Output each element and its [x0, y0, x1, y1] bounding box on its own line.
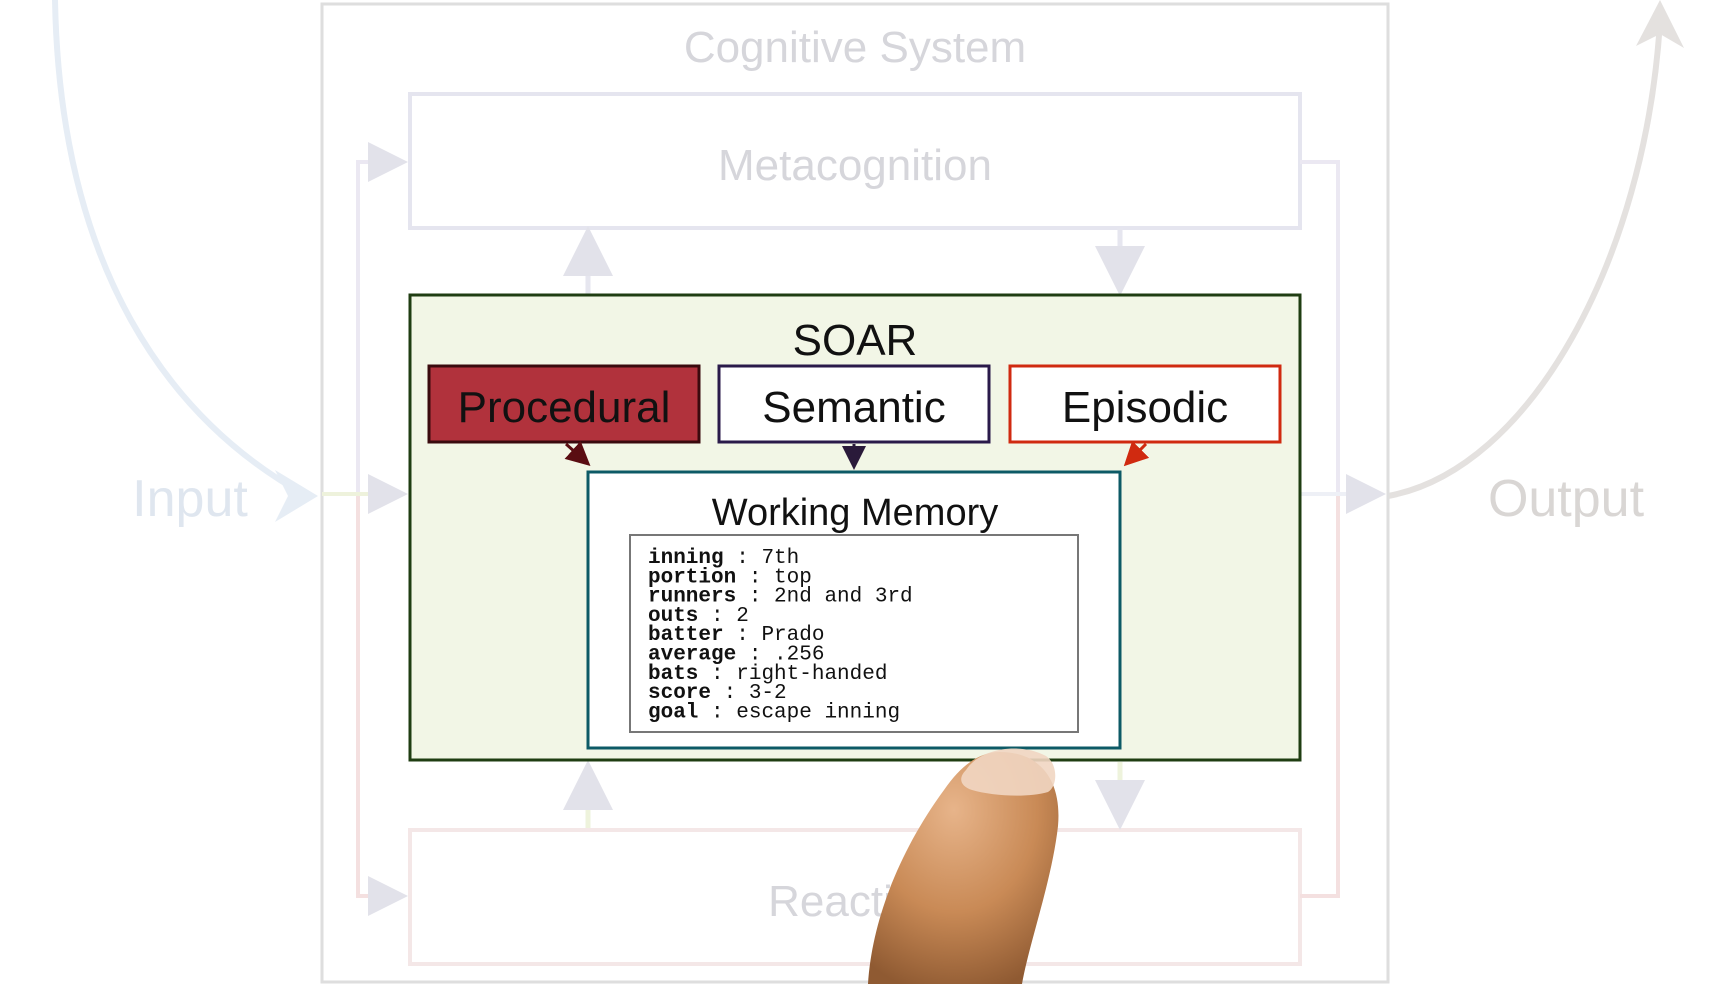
working-memory-entry: inning : 7th	[648, 547, 799, 570]
right-routing-line-bottom	[1300, 494, 1340, 898]
working-memory-entry: goal : escape inning	[648, 701, 900, 724]
episodic-label: Episodic	[1062, 383, 1228, 432]
output-arrowhead	[1636, 0, 1684, 48]
episodic-box	[1008, 364, 1282, 444]
working-memory-entry: outs : 2	[648, 605, 749, 628]
input-label: Input	[132, 470, 248, 528]
semantic-box	[717, 364, 991, 444]
working-memory-entry: bats : right-handed	[648, 663, 887, 686]
procedural-label: Procedural	[458, 383, 671, 432]
working-memory-entry-separator: :	[736, 566, 774, 589]
working-memory-entry-separator: :	[698, 663, 736, 686]
working-memory-entry-value: top	[774, 566, 812, 589]
working-memory-entry: average : .256	[648, 644, 824, 667]
working-memory-entry-separator: :	[736, 644, 774, 667]
working-memory-entry-key: inning	[648, 547, 724, 570]
episodic-to-wm-arrow	[1123, 440, 1150, 467]
working-memory-entry-value: 3-2	[749, 682, 787, 705]
working-memory-entry-separator: :	[724, 547, 762, 570]
procedural-box	[427, 364, 701, 444]
working-memory-entry-key: average	[648, 644, 736, 667]
working-memory-entry-value: .256	[774, 644, 824, 667]
working-memory-entry-separator: :	[698, 605, 736, 628]
working-memory-entry-value: right-handed	[736, 663, 887, 686]
metacognition-label: Metacognition	[718, 141, 992, 190]
working-memory-entry: batter : Prado	[648, 624, 824, 647]
working-memory-entry-value: 2nd and 3rd	[774, 586, 913, 609]
left-routing-line-bottom	[356, 496, 408, 916]
left-routing-line-top	[356, 142, 408, 496]
pointing-finger-image	[868, 748, 1059, 984]
working-memory-entry: score : 3-2	[648, 682, 787, 705]
working-memory-entry-separator: :	[698, 701, 736, 724]
working-memory-entry: portion : top	[648, 566, 812, 589]
semantic-label: Semantic	[762, 383, 945, 432]
working-memory-entry-separator: :	[724, 624, 762, 647]
working-memory-entry-separator: :	[736, 586, 774, 609]
working-memory-entry-key: portion	[648, 566, 736, 589]
working-memory-entry-key: score	[648, 682, 711, 705]
soar-title: SOAR	[793, 316, 918, 365]
working-memory-contents-box	[629, 534, 1079, 733]
working-memory-entry-key: outs	[648, 605, 698, 628]
right-routing-line-top	[1300, 160, 1340, 494]
working-memory-entry-separator: :	[711, 682, 749, 705]
output-label: Output	[1488, 470, 1645, 528]
working-memory-entry-value: escape inning	[736, 701, 900, 724]
working-memory-entry-value: 2	[736, 605, 749, 628]
working-memory-entry-key: batter	[648, 624, 724, 647]
input-curve-arrow	[52, 0, 307, 498]
output-curve-arrow	[1387, 21, 1663, 499]
working-memory-entry-key: goal	[648, 701, 698, 724]
cognitive-system-title: Cognitive System	[684, 23, 1026, 72]
procedural-to-wm-arrow	[564, 441, 591, 467]
working-memory-entry-value: Prado	[761, 624, 824, 647]
working-memory-entry-value: 7th	[761, 547, 799, 570]
input-arrowhead	[275, 470, 318, 522]
working-memory-title: Working Memory	[712, 492, 998, 534]
working-memory-entry-key: runners	[648, 586, 736, 609]
working-memory-entry-key: bats	[648, 663, 698, 686]
working-memory-entry: runners : 2nd and 3rd	[648, 586, 913, 609]
